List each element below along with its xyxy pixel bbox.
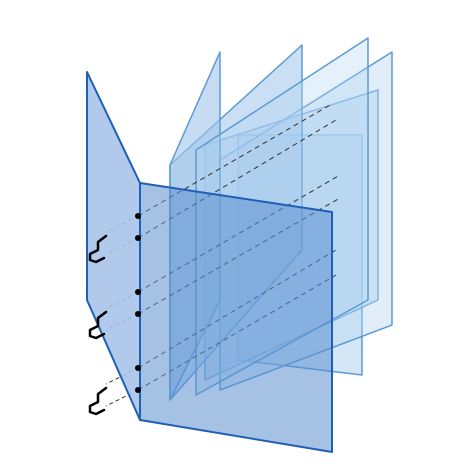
front-panel-group xyxy=(86,71,333,453)
hinge-group xyxy=(88,213,141,416)
hinge-dot-4 xyxy=(135,311,141,317)
hinge-dot-2 xyxy=(135,235,141,241)
hinge-dot-3 xyxy=(135,289,141,295)
front-panel xyxy=(139,182,333,453)
hinge-dot-6 xyxy=(135,387,141,393)
left-wing-panel xyxy=(86,71,141,421)
hinge-hook-1 xyxy=(88,234,108,264)
hinge-dot-5 xyxy=(135,365,141,371)
hinge-hook-3 xyxy=(88,386,108,416)
hinge-axis-ext-6 xyxy=(105,389,139,407)
hinge-hook-2 xyxy=(88,310,108,340)
hinge-dot-1 xyxy=(135,213,141,219)
